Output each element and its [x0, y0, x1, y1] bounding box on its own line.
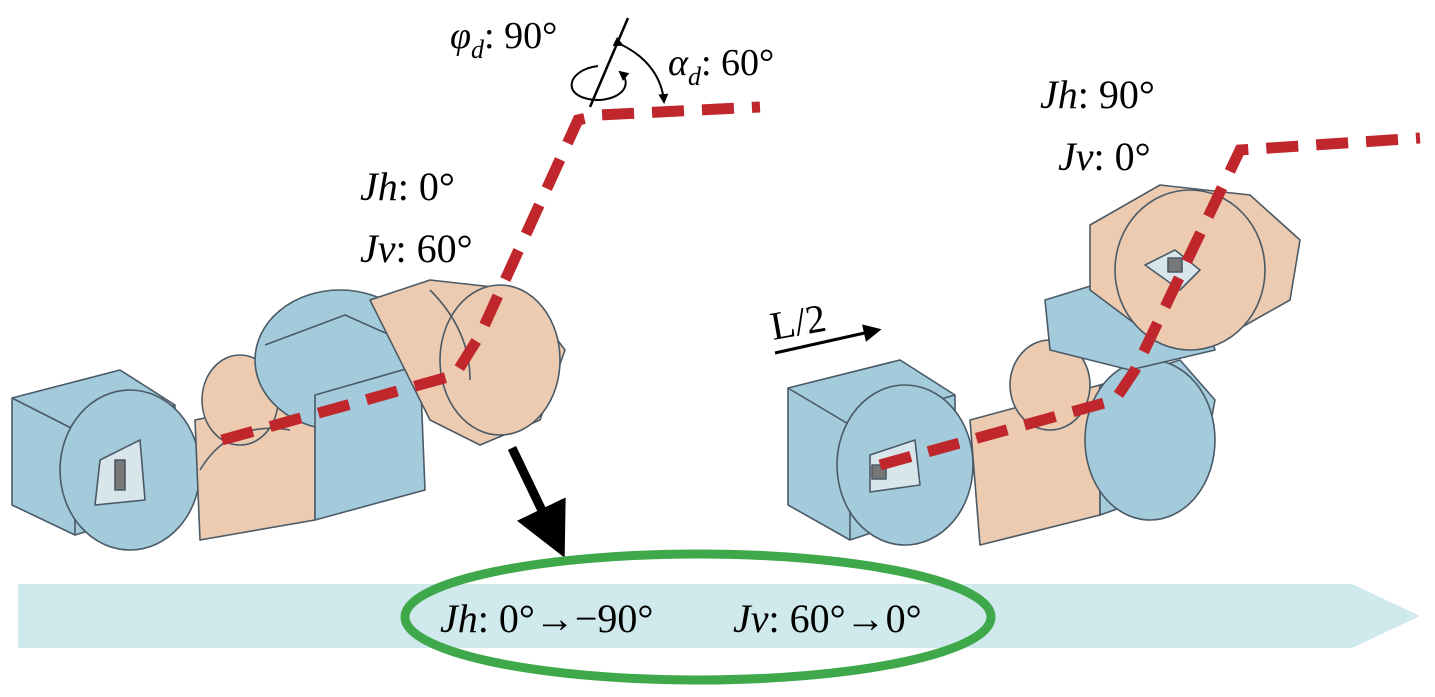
arrow-icon: [507, 446, 566, 558]
left-modular-robot: [11, 101, 761, 551]
timeline-band: [18, 584, 1420, 648]
highlight-ellipse: [400, 549, 996, 685]
left-jv-label: Jv: 60°: [360, 226, 473, 271]
right-end-cube: [787, 359, 974, 546]
angle-arc-icon: [612, 36, 669, 104]
right-labels: Jh: 90° Jv: 0°: [1040, 72, 1155, 179]
transition-callout: Jh: 0°→−90° Jv: 60°→0°: [400, 549, 996, 685]
right-tan-module-1: [969, 339, 1101, 546]
left-labels: φd: 90° αd: 60° Jh: 0° Jv: 60°: [360, 15, 774, 271]
shift-label: L/2: [767, 295, 830, 349]
right-tan-module-3: [1089, 184, 1301, 351]
left-jh-label: Jh: 0°: [360, 164, 455, 209]
right-modular-robot: [787, 132, 1421, 546]
shift-annotation: L/2: [767, 295, 882, 355]
alpha-label: αd: 60°: [668, 42, 774, 91]
rotation-annotation: [570, 17, 669, 108]
phi-label: φd: 90°: [450, 15, 557, 64]
right-jv-label: Jv: 0°: [1058, 134, 1151, 179]
right-dashed-axis: [878, 132, 1421, 471]
transition-jh-label: Jh: 0°→−90°: [440, 596, 653, 641]
right-jh-label: Jh: 90°: [1040, 72, 1155, 117]
arrow-icon: [774, 324, 882, 355]
left-end-cube: [11, 369, 201, 551]
curved-arrow-icon: [570, 65, 630, 102]
left-dashed-axis: [220, 101, 761, 446]
transition-jv-label: Jv: 60°→0°: [733, 596, 922, 641]
rotation-axis-line: [588, 17, 630, 108]
